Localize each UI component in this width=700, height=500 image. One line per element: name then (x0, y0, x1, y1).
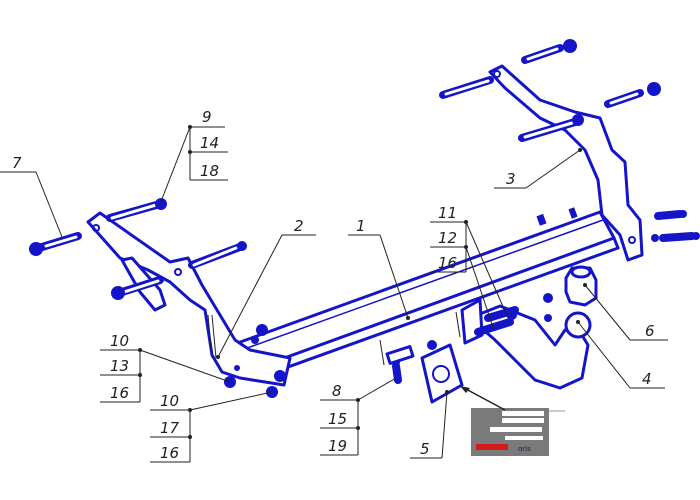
callout-10b: 10 (160, 392, 179, 410)
callout-11: 11 (438, 204, 457, 222)
plate-logo: oris (518, 445, 531, 453)
callout-labels: 7 9 14 18 2 1 11 12 16 3 6 4 10 13 16 10… (12, 108, 655, 462)
callout-17: 17 (160, 419, 180, 437)
callout-16b: 16 (110, 384, 129, 402)
right-bolts (439, 39, 700, 242)
callout-10a: 10 (110, 332, 129, 350)
callout-6: 6 (645, 322, 655, 340)
ball-cap (564, 265, 598, 307)
callout-4: 4 (642, 370, 652, 388)
ball-mount (460, 293, 592, 390)
callout-1: 1 (356, 217, 366, 235)
socket-plate (385, 340, 464, 404)
callout-12: 12 (438, 229, 457, 247)
callout-3: 3 (506, 170, 516, 188)
callout-5: 5 (420, 440, 430, 458)
callout-19: 19 (328, 437, 347, 455)
left-bolts (29, 198, 278, 398)
callout-16c: 16 (160, 444, 179, 462)
callout-7: 7 (12, 154, 22, 172)
callout-16a: 16 (438, 254, 457, 272)
product-label-plate: oris (471, 408, 565, 456)
callout-13: 13 (110, 357, 129, 375)
leader-lines (0, 125, 668, 463)
right-bracket (488, 64, 644, 262)
callout-18: 18 (200, 162, 219, 180)
callout-8: 8 (332, 382, 342, 400)
callout-9: 9 (202, 108, 212, 126)
callout-15: 15 (328, 410, 347, 428)
callout-14: 14 (200, 134, 219, 152)
callout-2: 2 (294, 217, 304, 235)
